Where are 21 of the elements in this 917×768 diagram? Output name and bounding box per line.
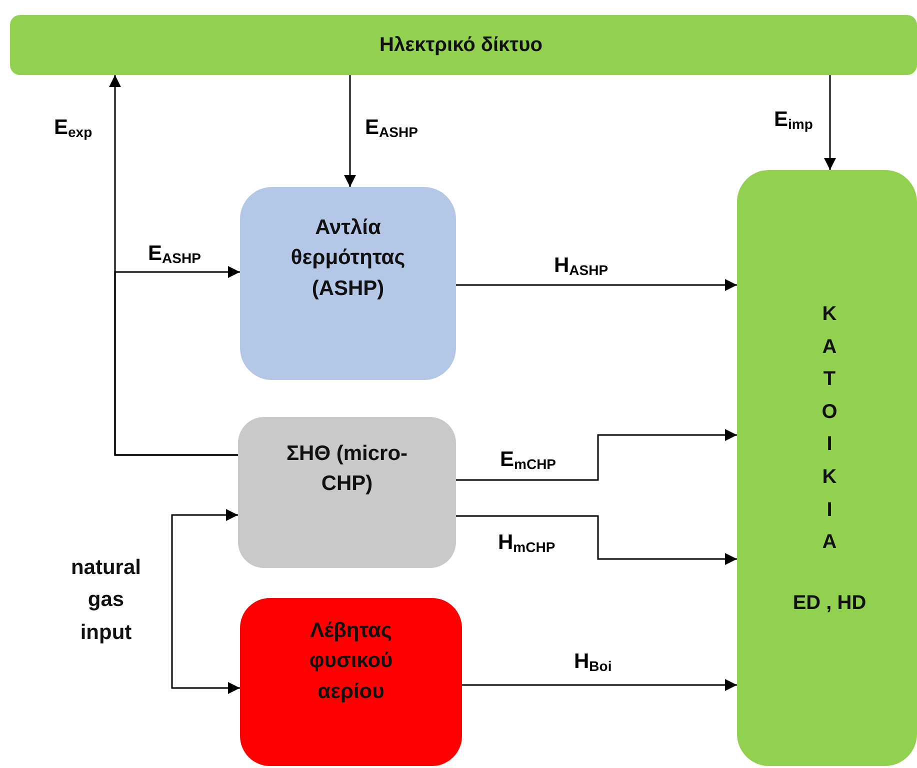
arrow <box>456 429 737 481</box>
power-grid-bar <box>10 15 917 75</box>
heat-pump-label: Αντλία θερμότητας (ASHP) <box>290 215 406 302</box>
arrow <box>114 266 240 456</box>
household-box <box>737 170 917 766</box>
arrow <box>456 279 737 291</box>
boiler-box <box>240 598 462 766</box>
household-label: ΚΑΤΟΙΚΙΑ <box>822 302 838 556</box>
boiler-label: Λέβητας φυσικού αερίου <box>308 618 394 705</box>
arrow <box>824 75 836 170</box>
arrow <box>171 600 240 694</box>
arrow <box>456 515 737 565</box>
arrow <box>462 679 737 691</box>
arrow <box>344 75 356 187</box>
demand-label: ED , HD <box>792 590 866 616</box>
chp-label: ΣΗΘ (micro-CHP) <box>285 441 409 498</box>
natural-gas-label: natural gas input <box>70 554 142 646</box>
arrow <box>171 509 238 600</box>
heat-pump-box <box>240 187 456 380</box>
chp-box <box>238 417 456 568</box>
grid-label: Ηλεκτρικό δίκτυο <box>380 32 542 58</box>
